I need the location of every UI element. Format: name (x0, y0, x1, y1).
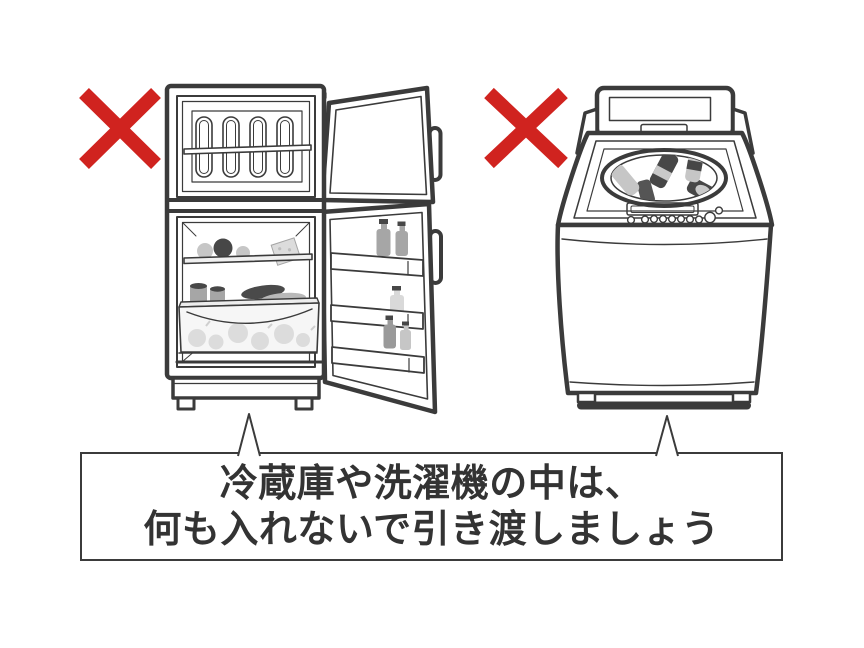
panel-button (626, 215, 636, 225)
freezer-door (315, 85, 443, 205)
panel-button (667, 214, 677, 224)
washing-machine-illustration (555, 85, 775, 410)
crisper-vegetables (188, 320, 316, 350)
callout-box (80, 452, 783, 561)
fruit (213, 238, 233, 258)
callout (80, 413, 783, 561)
fruit (197, 243, 213, 259)
caption-box: 冷蔵庫や洗濯機の中は、 何も入れないで引き渡しましょう (81, 453, 782, 560)
caption-line-1: 冷蔵庫や洗濯機の中は、 (219, 462, 644, 505)
panel-button (658, 214, 668, 224)
prohibition-x-icon-right (484, 87, 568, 169)
panel-button (685, 215, 695, 224)
washer-lid (594, 85, 736, 139)
washer-body (555, 222, 774, 410)
fridge-foot (176, 396, 196, 411)
door-bin-3 (331, 315, 425, 374)
washer-deck (555, 130, 775, 228)
caption-line-2: 何も入れないで引き渡しましょう (143, 508, 720, 551)
panel-button (649, 214, 659, 224)
panel-dial (704, 211, 716, 224)
callout-tail-right (655, 415, 679, 457)
panel-button (694, 215, 704, 224)
fridge-contents (175, 237, 324, 364)
fridge-base (171, 376, 321, 411)
washer-foot (731, 391, 752, 404)
panel-button (640, 215, 650, 224)
washer-control-panel (626, 202, 724, 225)
prohibition-x-icon-left (79, 88, 161, 169)
callout-tail-left (237, 413, 261, 457)
crisper-drawer (178, 302, 320, 353)
freezer-shelf (183, 144, 312, 155)
door-bin-2 (330, 286, 424, 330)
fridge-foot (294, 396, 314, 411)
panel-button (714, 206, 724, 215)
bottle (637, 179, 655, 201)
fridge-shelf (183, 253, 313, 265)
panel-button (676, 214, 686, 224)
fridge-cabinet (164, 83, 327, 381)
washer-foot (576, 391, 597, 404)
refrigerator-illustration (164, 83, 443, 415)
door-bin-1 (330, 219, 424, 277)
fridge-door (319, 201, 443, 415)
